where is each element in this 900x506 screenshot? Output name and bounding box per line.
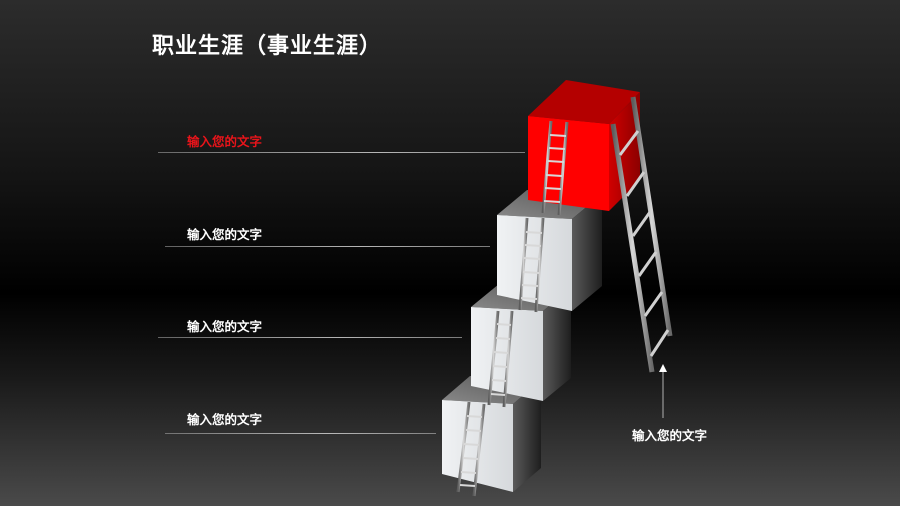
gray-cube-3 — [497, 190, 602, 311]
step-label-2: 输入您的文字 — [187, 319, 263, 334]
tall-ladder — [610, 96, 673, 373]
slide-title: 职业生涯（事业生涯） — [152, 34, 383, 59]
leader-line-2 — [158, 337, 462, 338]
leader-line-3 — [165, 246, 490, 247]
step-label-3: 输入您的文字 — [187, 227, 263, 242]
ladder-red — [541, 120, 569, 216]
arrow-up-icon — [659, 364, 667, 418]
ladder-cube-2 — [487, 310, 514, 408]
leader-line-1 — [165, 433, 436, 434]
leader-line-4 — [158, 152, 525, 153]
ladder-cube-3 — [518, 217, 545, 313]
callout-label: 输入您的文字 — [632, 428, 708, 443]
ladder-cube-1 — [456, 401, 486, 497]
step-label-4: 输入您的文字 — [187, 134, 263, 149]
step-label-1: 输入您的文字 — [187, 412, 263, 427]
